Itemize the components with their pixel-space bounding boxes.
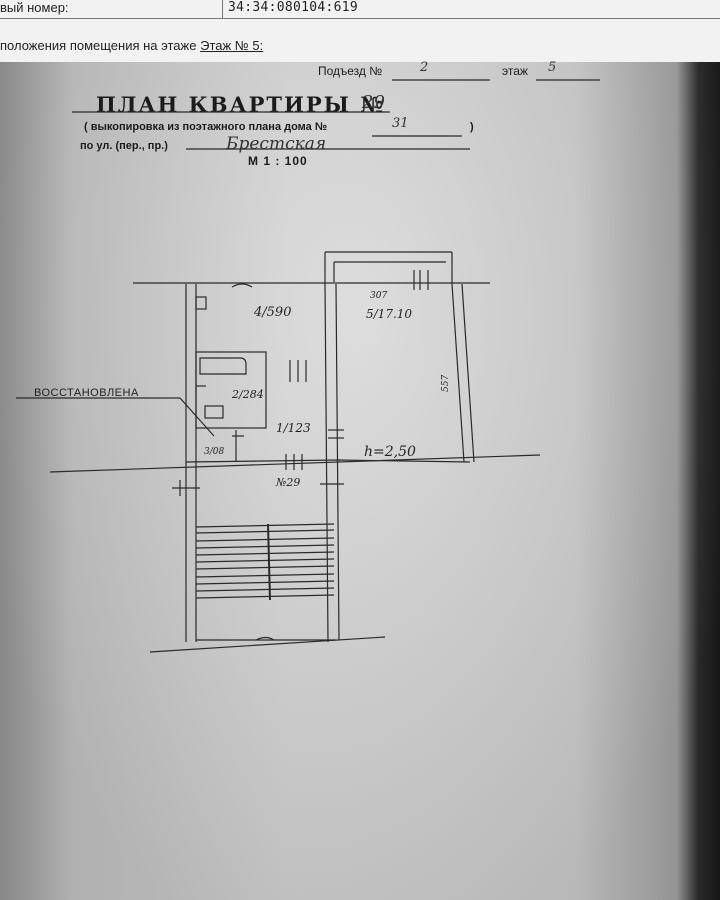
cadastral-row: вый номер: 34:34:080104:619 bbox=[0, 0, 720, 19]
dim-top-label: 307 bbox=[370, 291, 387, 301]
floor-location-value: Этаж № 5: bbox=[200, 38, 264, 53]
form-header: вый номер: 34:34:080104:619 положения по… bbox=[0, 0, 720, 66]
room-4-label: 4/590 bbox=[253, 305, 291, 320]
plan-title: ПЛАН КВАРТИРЫ № bbox=[96, 92, 386, 117]
entrance-label: Подъезд № bbox=[318, 64, 383, 78]
sheet-shading bbox=[0, 62, 720, 900]
dim-side-label: 557 bbox=[441, 375, 451, 392]
entrance-value: 2 bbox=[420, 60, 429, 75]
plan-subtitle-close: ) bbox=[470, 121, 474, 133]
restored-note: ВОССТАНОВЛЕНА bbox=[34, 387, 139, 399]
room-5-label: 5/17.10 bbox=[366, 307, 412, 321]
cadastral-value: 34:34:080104:619 bbox=[228, 0, 359, 15]
ceiling-height-label: h=2,50 bbox=[364, 444, 416, 460]
floor-location-label: положения помещения на этаже bbox=[0, 38, 197, 53]
cadastral-label: вый номер: bbox=[0, 0, 223, 18]
floor-location-row: положения помещения на этаже Этаж № 5: bbox=[0, 38, 263, 53]
house-number: 31 bbox=[392, 116, 409, 131]
scanned-plan-sheet bbox=[0, 62, 720, 900]
room-1-label: 1/123 bbox=[276, 421, 311, 435]
room-3-label: 3/08 bbox=[204, 447, 224, 457]
plan-subtitle: ( выкопировка из поэтажного плана дома № bbox=[84, 121, 328, 133]
floor-value: 5 bbox=[548, 60, 557, 75]
room-2-label: 2/284 bbox=[231, 388, 264, 401]
plan-scale: М 1 : 100 bbox=[248, 154, 308, 168]
apartment-number: 29 bbox=[362, 92, 385, 113]
street-label: по ул. (пер., пр.) bbox=[80, 140, 168, 152]
floor-label: этаж bbox=[502, 64, 528, 78]
apartment-marker: №29 bbox=[275, 476, 300, 489]
